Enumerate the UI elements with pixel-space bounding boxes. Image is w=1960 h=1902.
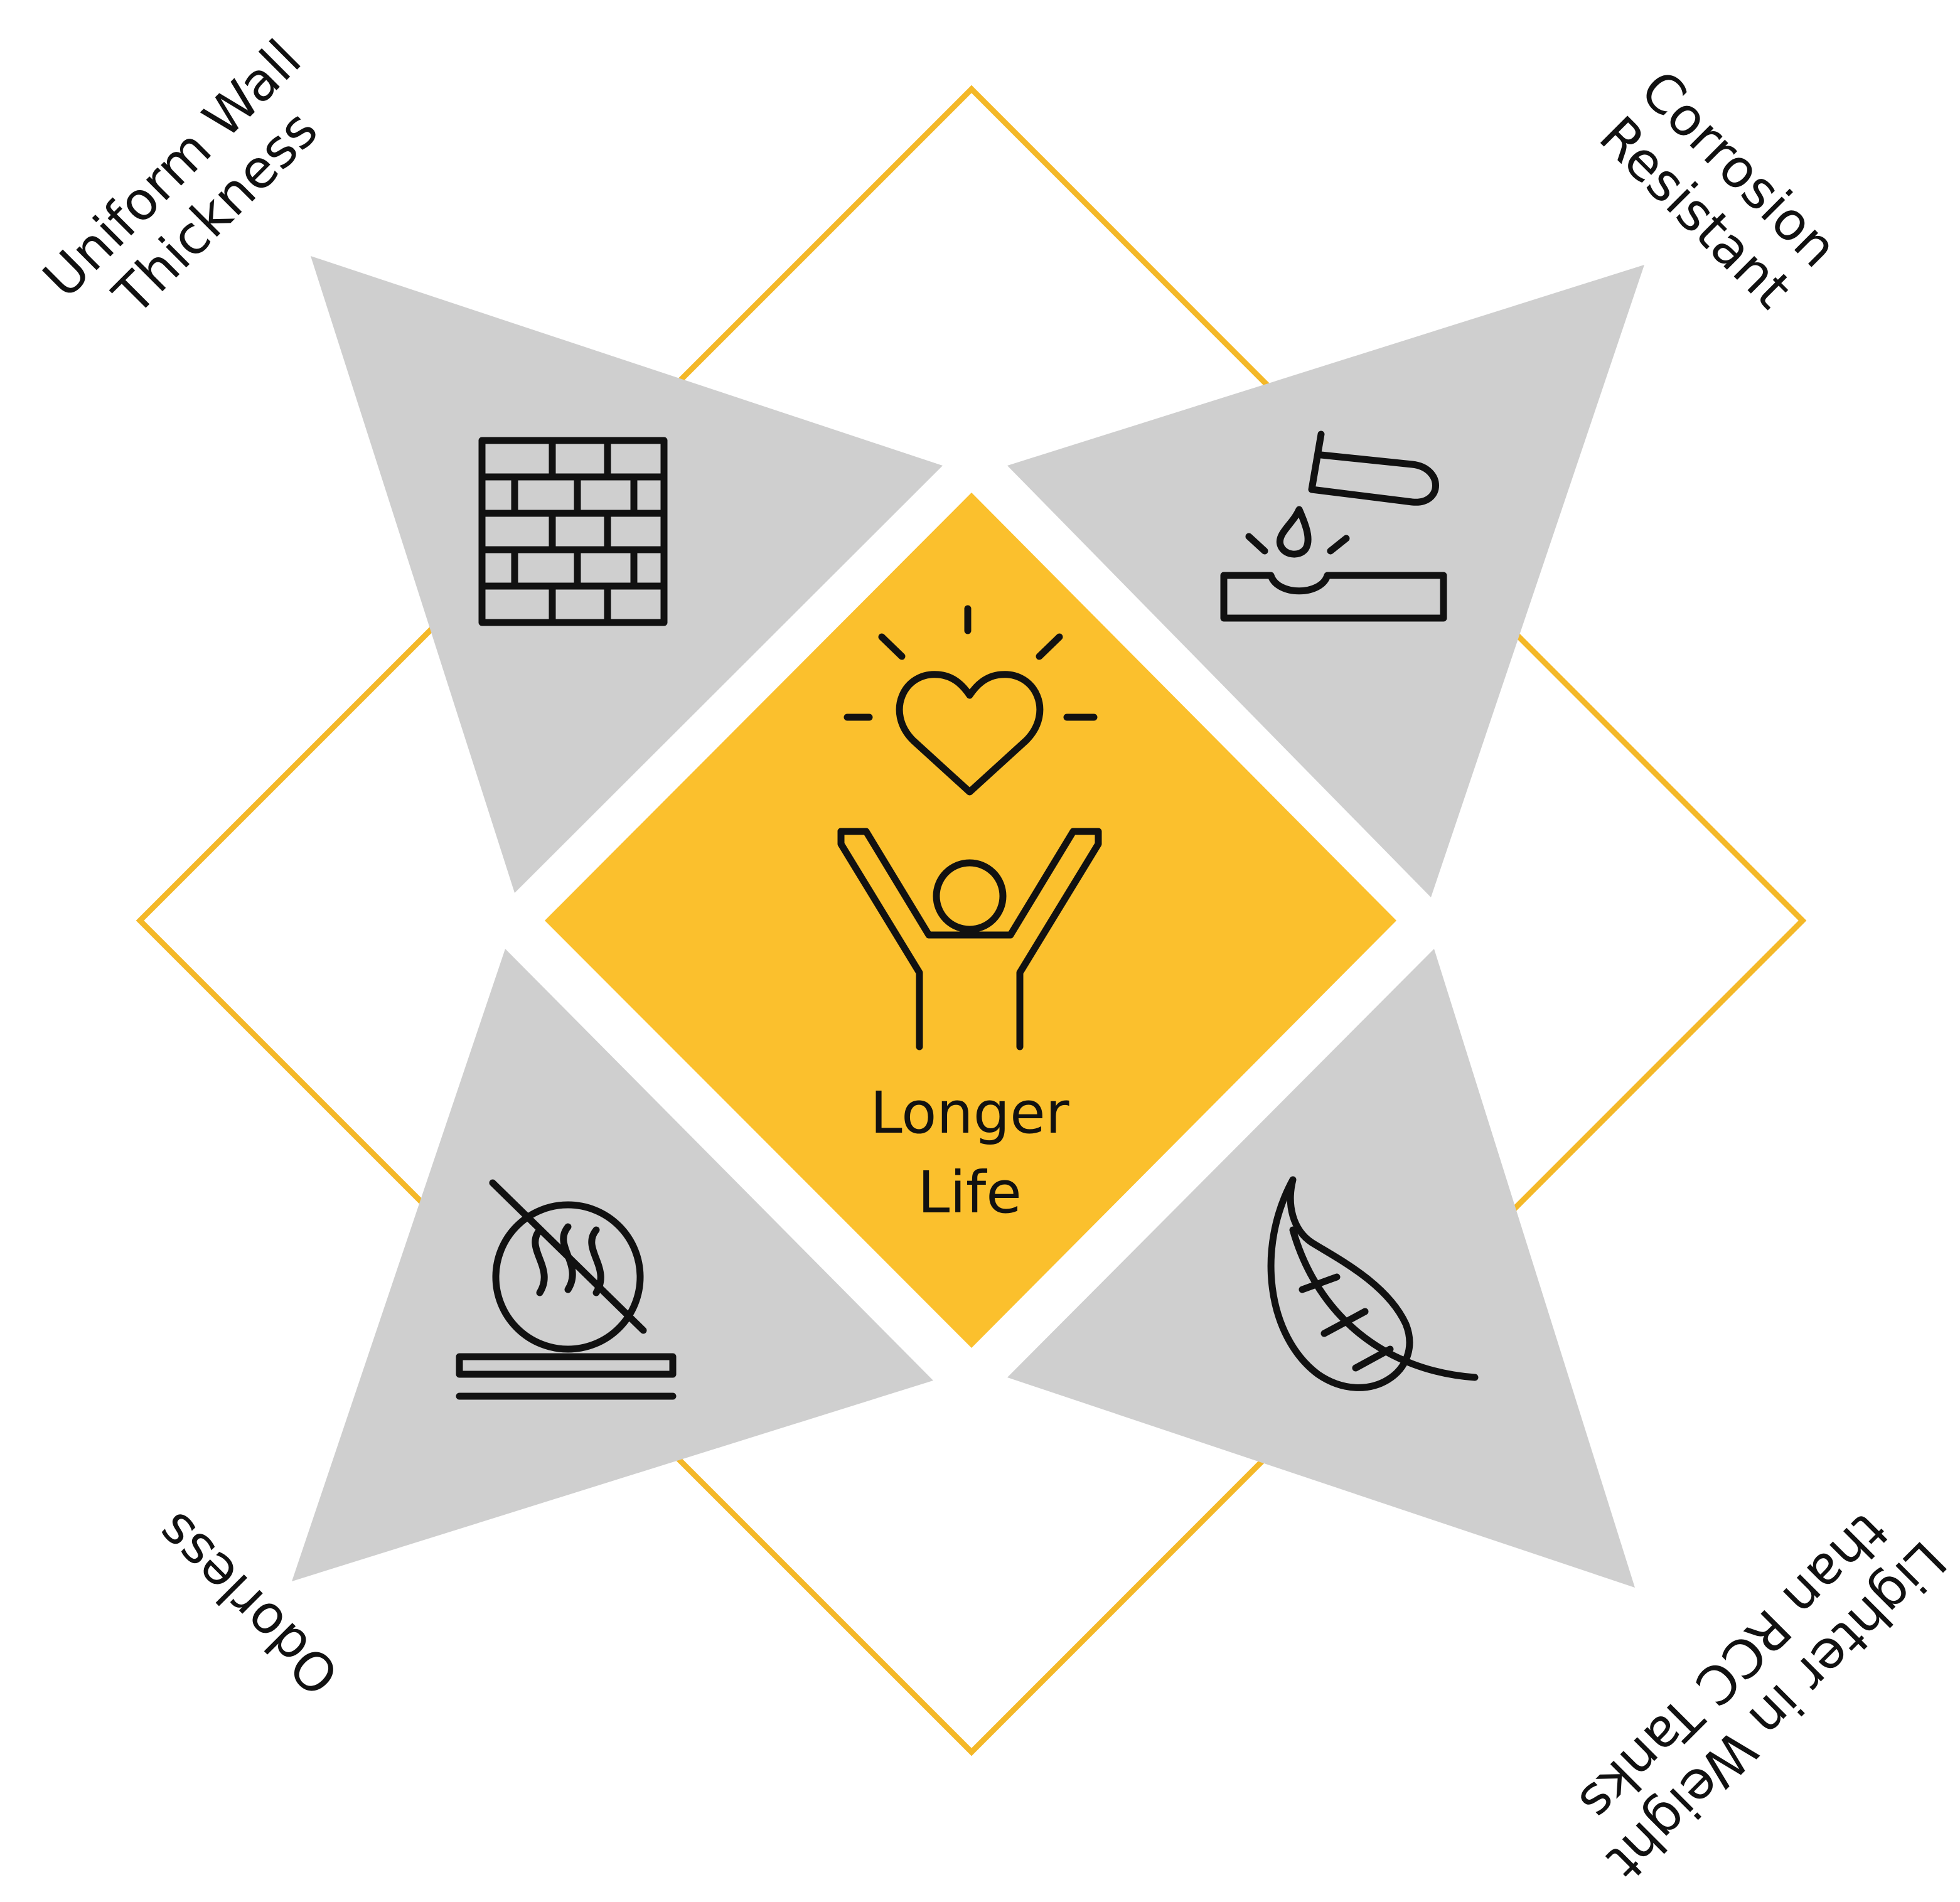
- outer-diamond: [136, 85, 1807, 1756]
- no-odor-icon: [456, 1179, 677, 1400]
- center-diamond: [545, 493, 1396, 1348]
- center-label-line2: Life: [918, 1159, 1022, 1226]
- petal-top-left: [311, 256, 943, 893]
- center-label-line1: Longer: [870, 1079, 1069, 1146]
- petal-bottom-left: [292, 949, 933, 1581]
- person-heart-icon: [837, 605, 1102, 1050]
- label-uniform-wall: Uniform Wall Thickness: [31, 28, 329, 327]
- acid-drop-icon: [1220, 430, 1447, 622]
- brick-wall-icon: [478, 437, 668, 626]
- petal-bottom-right: [1007, 949, 1635, 1588]
- feather-icon: [1267, 1176, 1479, 1391]
